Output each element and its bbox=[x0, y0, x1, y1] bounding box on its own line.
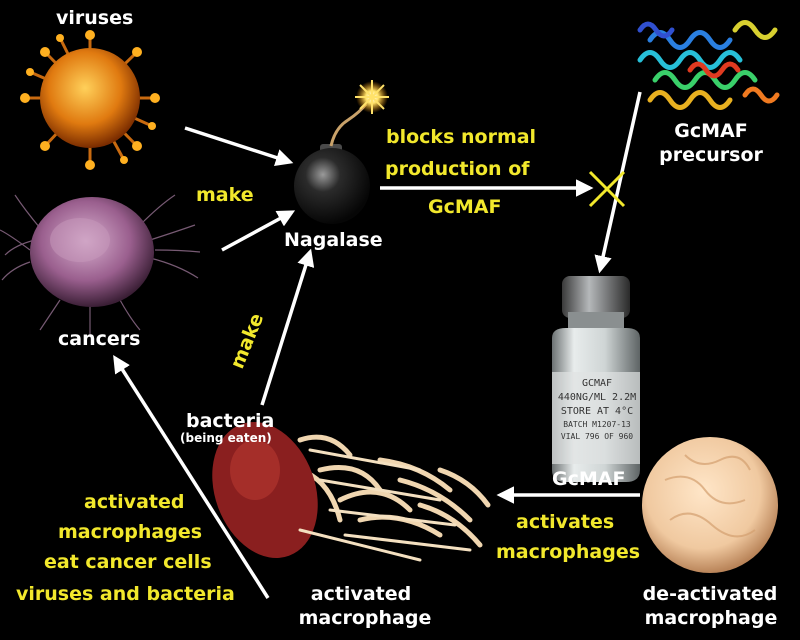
nagalase-bomb-image bbox=[294, 80, 389, 224]
precursor-line2-label: precursor bbox=[659, 144, 763, 166]
arrow-bacteria-to-nagalase bbox=[260, 248, 315, 406]
eat-line1-label: activated bbox=[84, 491, 185, 513]
eat-line3-label: eat cancer cells bbox=[44, 551, 212, 573]
activates-line1-label: activates bbox=[516, 511, 615, 533]
precursor-line1-label: GcMAF bbox=[674, 120, 748, 142]
activated-macrophage-line1-label: activated bbox=[310, 583, 412, 605]
vial-text-2: STORE AT 4°C bbox=[561, 406, 633, 417]
vial-text-1: 440NG/ML 2.2M bbox=[558, 392, 636, 403]
activates-line2-label: macrophages bbox=[496, 541, 641, 563]
nagalase-label: Nagalase bbox=[284, 229, 383, 251]
blocked-cross-mark bbox=[588, 170, 626, 208]
vial-text-3: BATCH M1207-13 bbox=[563, 420, 631, 429]
eat-line2-label: macrophages bbox=[58, 521, 203, 543]
activated-macrophage-line2-label: macrophage bbox=[298, 607, 432, 629]
arrow-macrophage-to-cancers bbox=[113, 355, 270, 599]
deactivated-macrophage-image bbox=[642, 437, 778, 573]
deactivated-macrophage-line1-label: de-activated bbox=[642, 583, 778, 605]
viruses-label: viruses bbox=[56, 7, 134, 29]
gcmaf-precursor-protein-image bbox=[637, 20, 780, 110]
arrow-cancers-to-nagalase bbox=[221, 210, 296, 252]
blocks-line1-label: blocks normal bbox=[386, 126, 537, 148]
make-top-label: make bbox=[196, 184, 254, 206]
blocks-line2-label: production of bbox=[385, 158, 530, 180]
cancer-cell-image bbox=[0, 194, 201, 335]
gcmaf-vial-image bbox=[552, 276, 640, 482]
blocks-line3-label: GcMAF bbox=[428, 196, 502, 218]
deactivated-macrophage-line2-label: macrophage bbox=[644, 607, 778, 629]
arrow-precursor-to-gcmaf bbox=[594, 91, 642, 274]
cancers-label: cancers bbox=[58, 328, 141, 350]
gcmaf-vial-label: GcMAF bbox=[552, 468, 626, 490]
vial-text-0: GCMAF bbox=[582, 378, 612, 389]
make-diagonal-label: make bbox=[226, 310, 268, 372]
arrow-viruses-to-nagalase bbox=[184, 126, 294, 167]
activated-macrophage-image bbox=[212, 422, 491, 562]
being-eaten-label: (being eaten) bbox=[180, 431, 272, 445]
vial-text-4: VIAL 796 OF 960 bbox=[561, 432, 633, 441]
virus-image bbox=[20, 30, 160, 170]
eat-line4-label: viruses and bacteria bbox=[16, 583, 235, 605]
bacteria-label: bacteria bbox=[186, 410, 275, 432]
